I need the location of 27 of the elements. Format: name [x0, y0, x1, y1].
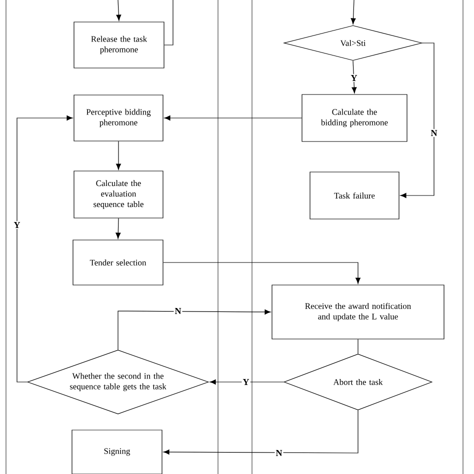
arrow [116, 0, 122, 21]
process-box: Calculate the bidding pheromone [302, 94, 408, 142]
process-box: Tender selection [72, 240, 164, 286]
arrow [210, 380, 284, 385]
process-box: Calculate the evaluation sequence table [74, 170, 164, 218]
process-box: Receive the award notification and update the L value [272, 284, 444, 340]
edge-label: N [274, 449, 284, 457]
process-box: Signing [72, 430, 162, 474]
edge-label: Y [12, 221, 22, 229]
arrow [116, 141, 122, 170]
arrow [352, 60, 357, 94]
process-box: Task failure [310, 172, 400, 220]
arrow [16, 116, 73, 382]
edge-label: N [174, 307, 182, 315]
connector-line [164, 0, 174, 46]
arrow [163, 262, 361, 284]
edge-label: Y [350, 74, 358, 82]
edge-label: N [430, 129, 438, 137]
edge-label: Y [242, 378, 250, 386]
arrow [163, 410, 358, 455]
process-box: Perceptive bidding pheromone [74, 94, 164, 142]
arrow [350, 0, 356, 24]
arrow [118, 309, 271, 350]
arrow [164, 116, 302, 121]
process-box: Release the task pheromone [74, 22, 164, 68]
arrow [116, 218, 121, 239]
arrow [400, 42, 434, 198]
